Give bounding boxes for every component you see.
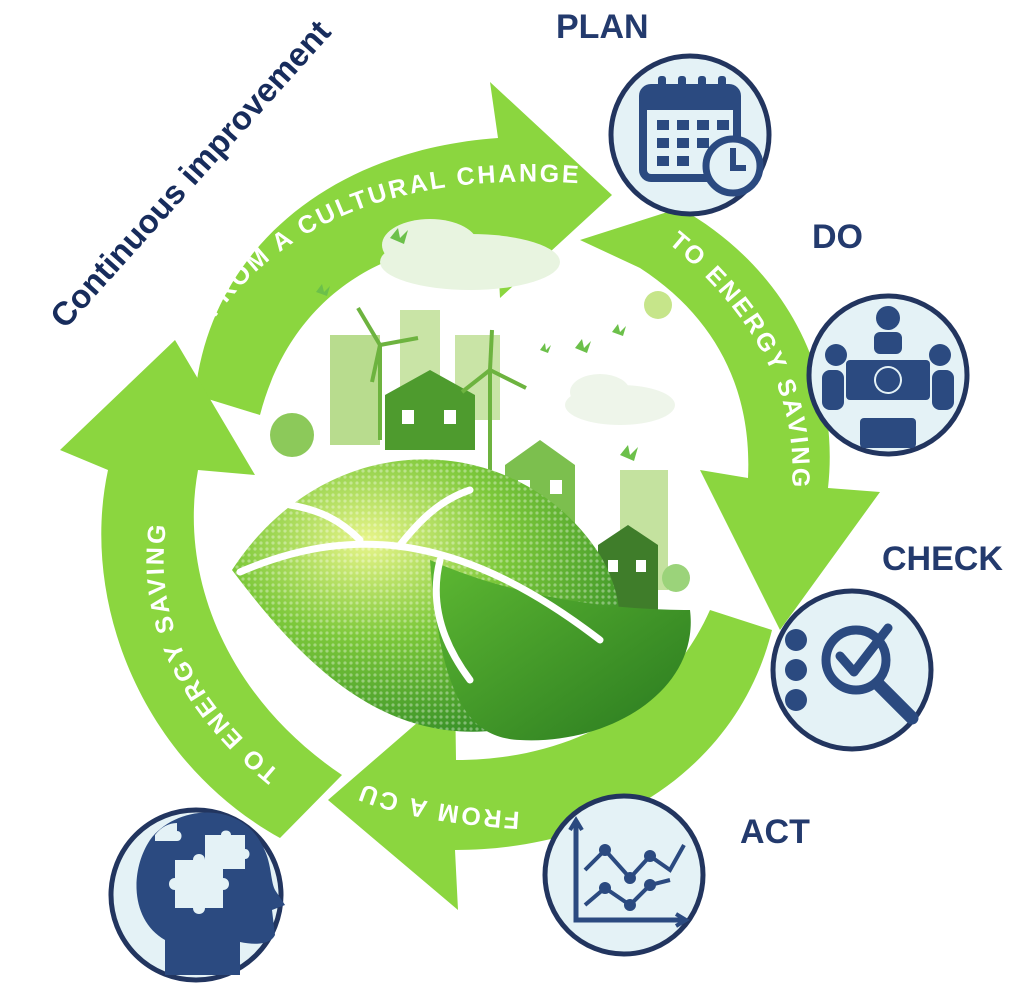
step-label-do: DO	[812, 218, 863, 256]
arrow-left	[60, 340, 342, 838]
eco-city-leaf-icon	[232, 219, 691, 741]
team-meeting-icon	[806, 293, 970, 457]
step-label-plan: PLAN	[556, 8, 649, 46]
step-label-act: ACT	[740, 813, 810, 851]
magnifier-check-icon	[770, 588, 934, 752]
line-chart-icon	[542, 793, 706, 957]
arrow-right	[580, 208, 880, 630]
calendar-clock-icon	[608, 53, 772, 217]
head-puzzle-icon	[108, 807, 285, 983]
step-label-check: CHECK	[882, 540, 1003, 578]
